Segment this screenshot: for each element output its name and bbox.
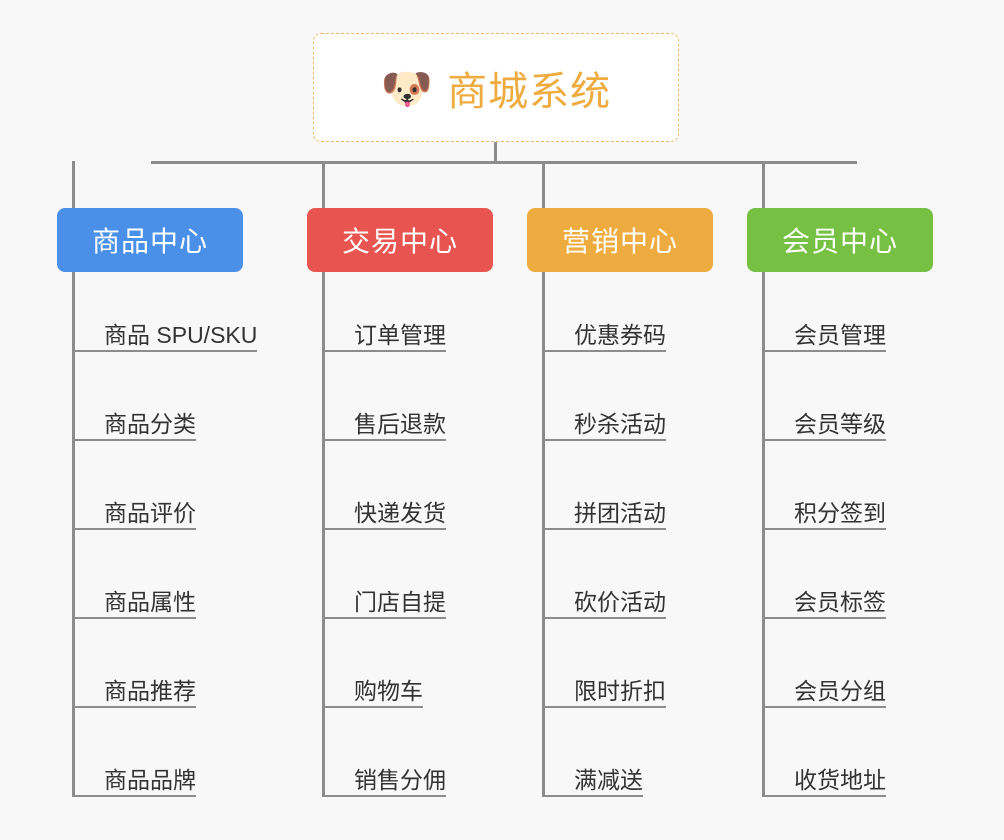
leaf-item[interactable]: 秒杀活动 <box>542 397 666 441</box>
leaf-item[interactable]: 拼团活动 <box>542 486 666 530</box>
leaf-label: 收货地址 <box>794 766 886 793</box>
leaf-label: 商品评价 <box>104 499 196 526</box>
leaf-label: 优惠券码 <box>574 321 666 348</box>
leaf-label: 限时折扣 <box>574 677 666 704</box>
connector-drop-member-center <box>762 161 765 209</box>
leaf-item[interactable]: 商品 SPU/SKU <box>72 308 258 352</box>
leaf-item[interactable]: 售后退款 <box>322 397 446 441</box>
leaf-label: 购物车 <box>354 677 423 704</box>
leaf-item[interactable]: 商品评价 <box>72 486 196 530</box>
leaf-label: 销售分佣 <box>354 766 446 793</box>
category-label: 会员中心 <box>781 226 898 257</box>
dog-face-icon: 🐶 <box>380 64 434 112</box>
category-box-member-center[interactable]: 会员中心 <box>747 208 933 272</box>
column-trunk-trade-center <box>322 272 325 797</box>
leaf-item[interactable]: 积分签到 <box>762 486 886 530</box>
leaf-label: 拼团活动 <box>574 499 666 526</box>
category-label: 营销中心 <box>561 226 678 257</box>
leaf-item[interactable]: 商品品牌 <box>72 753 196 797</box>
category-label: 商品中心 <box>91 226 208 257</box>
leaf-item[interactable]: 快递发货 <box>322 486 446 530</box>
leaf-item[interactable]: 满减送 <box>542 753 643 797</box>
column-trunk-product-center <box>72 272 75 797</box>
leaf-item[interactable]: 商品属性 <box>72 575 196 619</box>
leaf-label: 砍价活动 <box>574 588 666 615</box>
leaf-item[interactable]: 门店自提 <box>322 575 446 619</box>
leaf-item[interactable]: 会员管理 <box>762 308 886 352</box>
leaf-label: 会员管理 <box>794 321 886 348</box>
leaf-item[interactable]: 会员标签 <box>762 575 886 619</box>
category-box-trade-center[interactable]: 交易中心 <box>307 208 493 272</box>
leaf-item[interactable]: 商品分类 <box>72 397 196 441</box>
leaf-item[interactable]: 会员等级 <box>762 397 886 441</box>
leaf-label: 秒杀活动 <box>574 410 666 437</box>
leaf-label: 满减送 <box>574 766 643 793</box>
leaf-label: 积分签到 <box>794 499 886 526</box>
leaf-label: 会员等级 <box>794 410 886 437</box>
leaf-label: 会员分组 <box>794 677 886 704</box>
leaf-item[interactable]: 购物车 <box>322 664 423 708</box>
leaf-label: 会员标签 <box>794 588 886 615</box>
leaf-item[interactable]: 限时折扣 <box>542 664 666 708</box>
root-title: 商城系统 <box>447 69 612 114</box>
column-trunk-member-center <box>762 272 765 797</box>
column-trunk-marketing-center <box>542 272 545 797</box>
category-label: 交易中心 <box>341 226 458 257</box>
leaf-item[interactable]: 砍价活动 <box>542 575 666 619</box>
leaf-item[interactable]: 销售分佣 <box>322 753 446 797</box>
category-box-marketing-center[interactable]: 营销中心 <box>527 208 713 272</box>
leaf-item[interactable]: 会员分组 <box>762 664 886 708</box>
leaf-label: 商品品牌 <box>104 766 196 793</box>
leaf-label: 快递发货 <box>354 499 446 526</box>
leaf-item[interactable]: 优惠券码 <box>542 308 666 352</box>
category-box-product-center[interactable]: 商品中心 <box>57 208 243 272</box>
connector-drop-trade-center <box>322 161 325 209</box>
leaf-label: 商品属性 <box>104 588 196 615</box>
leaf-item[interactable]: 订单管理 <box>322 308 446 352</box>
connector-root-stem <box>494 142 497 163</box>
connector-horizontal-bus <box>151 161 857 164</box>
leaf-label: 门店自提 <box>354 588 446 615</box>
leaf-label: 售后退款 <box>354 410 446 437</box>
connector-drop-marketing-center <box>542 161 545 209</box>
leaf-item[interactable]: 商品推荐 <box>72 664 196 708</box>
leaf-item[interactable]: 收货地址 <box>762 753 886 797</box>
leaf-label: 商品分类 <box>104 410 196 437</box>
connector-drop-product-center <box>72 161 75 209</box>
leaf-label: 商品 SPU/SKU <box>104 321 258 348</box>
leaf-label: 商品推荐 <box>104 677 196 704</box>
root-node[interactable]: 🐶 商城系统 <box>313 33 679 142</box>
leaf-label: 订单管理 <box>354 321 446 348</box>
